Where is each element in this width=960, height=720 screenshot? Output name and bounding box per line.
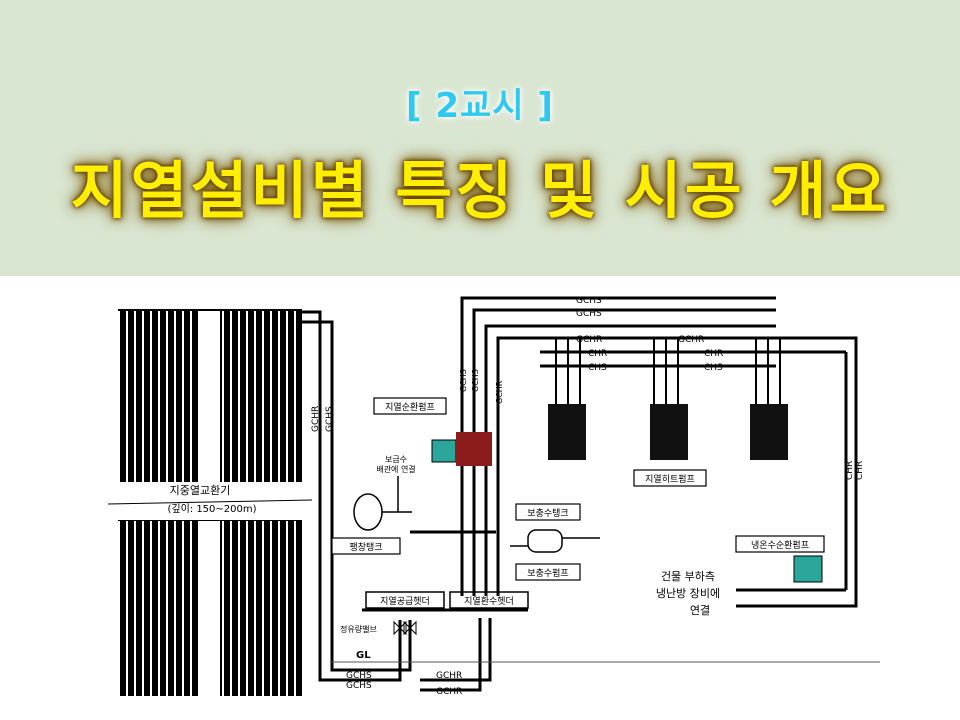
flow-valve-label: 정유량밸브: [340, 624, 377, 634]
circulation-pump-label: 지열순환펌프: [385, 401, 435, 413]
return-header-box: [449, 591, 529, 609]
page-title: 지열설비별 특징 및 시공 개요: [70, 154, 890, 227]
chw-pump-label-box: [735, 535, 825, 553]
gchr-riser-label: GCHR: [495, 380, 504, 404]
gchr-label-top-2: GCHR: [678, 335, 704, 345]
flow-valves: [393, 620, 417, 636]
expansion-tank: [353, 493, 383, 531]
chw-pump-label: 냉온수순환펌프: [751, 539, 809, 551]
circulation-pumps: [431, 432, 492, 466]
chr-label-1: CHR: [588, 349, 607, 359]
makeup-water-label-2: 배관에 연결: [376, 464, 415, 474]
storage-pump-label: 보충수펌프: [527, 567, 568, 579]
expansion-tank-label: 팽창탱크: [349, 542, 382, 553]
gchr-label-trunk: GCHR: [311, 406, 321, 432]
chs-label-1: CHS: [588, 363, 607, 373]
chr-label-vertical: CHR: [845, 461, 855, 480]
title-banner: [ 2교시 ] 지열설비별 특징 및 시공 개요: [0, 0, 960, 276]
heat-pump-risers: [555, 338, 781, 404]
session-subtitle: [ 2교시 ]: [406, 86, 554, 126]
building-label-3: 연결: [690, 604, 710, 617]
storage-tank-label-box: [515, 503, 581, 521]
makeup-water-label-1: 보급수: [385, 455, 407, 464]
geothermal-system-diagram: 지중열교환기 (깊이: 150~200m) GCHR GCHS GCHS GCH…: [107, 296, 880, 697]
chs-label-2: CHS: [704, 363, 723, 373]
chr-label-2: CHR: [704, 349, 723, 359]
distribution-pipes: [460, 296, 858, 608]
gchr-label-bottom-2: GCHR: [436, 687, 462, 697]
storage-tank-label: 보충수탱크: [527, 508, 568, 519]
gchr-label-top-1: GCHR: [576, 335, 602, 345]
borehole-label: 지중열교환기: [170, 484, 231, 497]
gchs-label-bottom: GCHS: [346, 681, 372, 691]
heat-pump-label: 지열히트펌프: [645, 473, 695, 485]
borehole-field: 지중열교환기 (깊이: 150~200m): [107, 309, 313, 696]
storage-tank: [527, 529, 563, 553]
building-label-2: 냉난방 장비에: [656, 587, 720, 600]
heat-pump-3: [750, 404, 788, 460]
gchs-riser-label-1: GCHS: [459, 369, 468, 392]
building-label-1: 건물 부하측: [661, 569, 715, 583]
circulation-pump-label-box: [373, 397, 447, 415]
gchr-label-bottom: GCHR: [436, 671, 462, 681]
return-header-label: 지열환수헷더: [464, 595, 514, 607]
supply-header-label: 지열공급헷더: [380, 595, 430, 607]
ground-level-label: GL: [356, 650, 371, 661]
expansion-tank-label-box: [331, 537, 401, 555]
ground-loop-pipes: [302, 310, 492, 692]
gchs-label-top-2: GCHS: [576, 309, 602, 319]
heat-pump-2: [650, 404, 688, 460]
heat-pump-label-box: [633, 469, 707, 487]
gchs-label-bottom-2: GCHS: [346, 671, 372, 681]
chr-label-vertical-2: CHR: [855, 461, 865, 480]
heat-pump-1: [548, 404, 586, 460]
gchs-label-trunk: GCHS: [325, 406, 335, 432]
borehole-depth: (깊이: 150~200m): [167, 503, 256, 515]
chw-pump: [793, 555, 823, 583]
gchs-label-top-1: GCHS: [576, 296, 602, 306]
supply-header-box: [365, 591, 445, 609]
gchs-riser-label-2: GCHS: [471, 369, 480, 392]
storage-pump-label-box: [515, 563, 581, 581]
